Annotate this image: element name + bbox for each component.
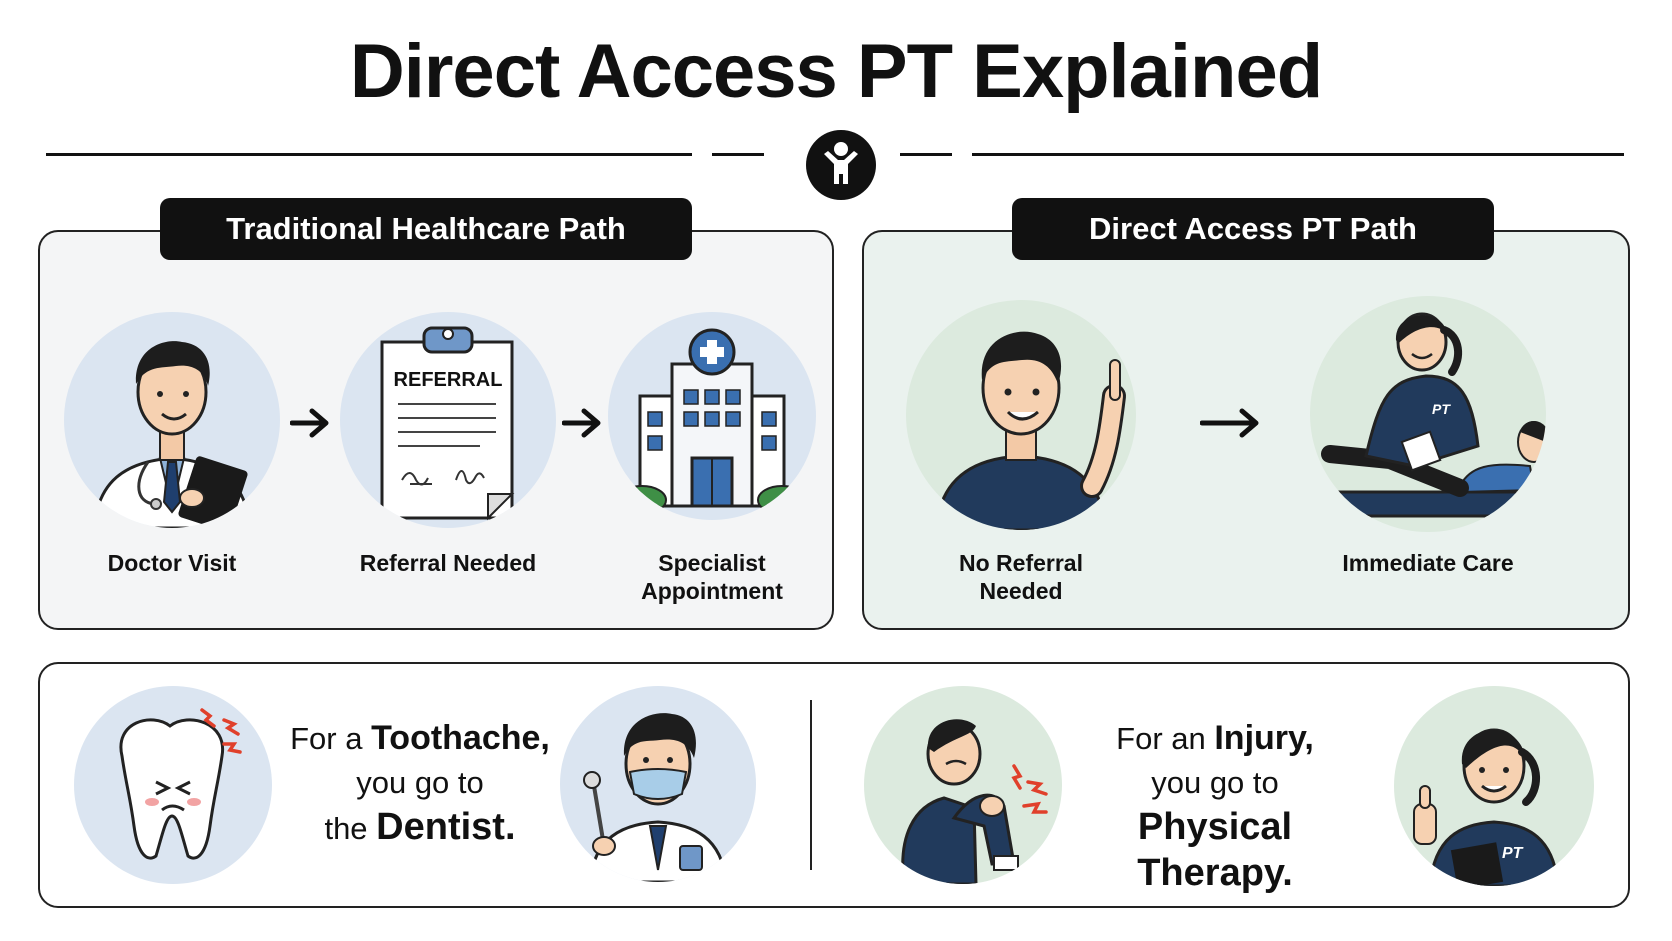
therapist-thumbs-up-icon: PT	[1394, 686, 1594, 886]
injury-pre: For an	[1116, 721, 1215, 756]
no-referral-line-2: Needed	[979, 578, 1063, 604]
step-label-doctor-visit: Doctor Visit	[107, 550, 237, 576]
therapist-shirt-text: PT	[1432, 401, 1451, 417]
referral-clipboard-icon: REFERRAL	[340, 312, 556, 528]
patient-pointing-icon	[906, 300, 1136, 530]
divider-right	[972, 153, 1624, 156]
injury-line-2: you go to	[1151, 765, 1279, 800]
no-referral-line-1: No Referral	[959, 550, 1083, 576]
analogy-panel	[38, 662, 1630, 908]
aching-tooth-icon	[74, 686, 272, 884]
physical-therapy-strong: Physical Therapy.	[1137, 806, 1293, 894]
step-label-specialist-appointment: Specialist Appointment	[600, 549, 824, 605]
injury-phrase: For an Injury, you go to Physical Therap…	[1056, 716, 1374, 897]
direct-access-header: Direct Access PT Path	[1012, 198, 1494, 260]
divider-right-short	[900, 153, 952, 156]
divider-left-short	[712, 153, 764, 156]
page-title: Direct Access PT Explained	[349, 29, 1323, 114]
specialist-line-1: Specialist	[658, 550, 766, 576]
thumbs-up-shirt-text: PT	[1502, 845, 1524, 862]
hospital-icon	[608, 312, 816, 520]
dentist-icon	[560, 686, 756, 882]
doctor-icon	[64, 312, 280, 528]
arrow-right-icon-3	[1199, 406, 1264, 445]
specialist-line-2: Appointment	[641, 578, 783, 604]
person-emblem-icon	[806, 130, 876, 200]
step-label-no-referral-needed: No Referral Needed	[910, 549, 1132, 605]
step-label-referral-needed: Referral Needed	[359, 550, 537, 576]
step-label-immediate-care: Immediate Care	[1342, 550, 1514, 576]
toothache-pre: For a	[290, 721, 372, 756]
arrow-right-icon	[289, 406, 334, 445]
therapist-treating-icon: PT	[1310, 296, 1546, 532]
injury-strong: Injury,	[1214, 719, 1314, 757]
toothache-phrase: For a Toothache, you go to the Dentist.	[272, 716, 568, 851]
dentist-strong: Dentist.	[376, 806, 516, 848]
toothache-line-2: you go to	[356, 765, 484, 800]
toothache-strong: Toothache,	[371, 719, 550, 757]
referral-doc-title: REFERRAL	[394, 369, 503, 391]
traditional-path-header: Traditional Healthcare Path	[160, 198, 692, 260]
divider-left	[46, 153, 692, 156]
analogy-divider	[810, 700, 812, 870]
toothache-line-3-pre: the	[324, 811, 377, 846]
injured-knee-icon	[864, 686, 1062, 884]
arrow-right-icon-2	[561, 406, 606, 445]
